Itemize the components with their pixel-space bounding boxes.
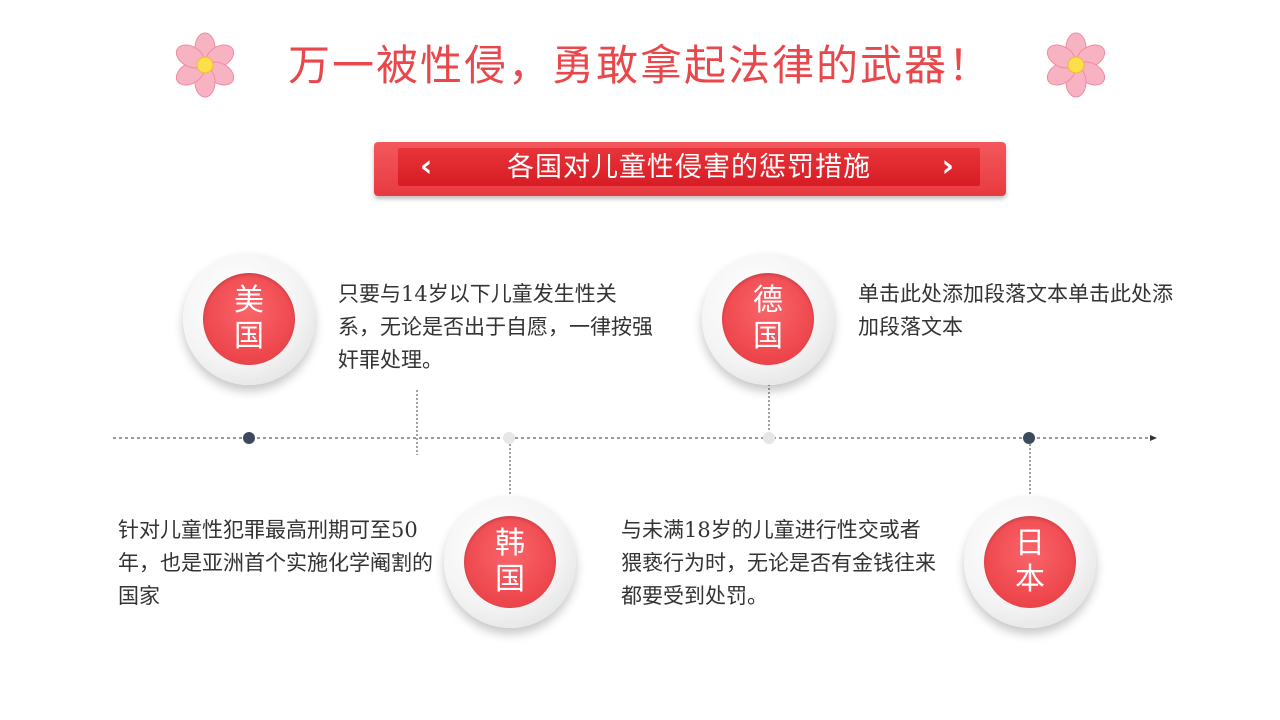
country-badge-inner: 美 国 xyxy=(203,273,295,365)
country-description-korea: 针对儿童性犯罪最高刑期可至50年，也是亚洲首个实施化学阉割的国家 xyxy=(118,518,433,608)
chevron-right-icon: › xyxy=(941,149,954,184)
section-banner-inner: ‹ 各国对儿童性侵害的惩罚措施 › xyxy=(398,148,980,186)
country-name-char: 国 xyxy=(753,319,783,354)
country-name-char: 本 xyxy=(1015,562,1045,597)
country-description-germany: 单击此处添加段落文本单击此处添加段落文本 xyxy=(858,282,1173,339)
country-description-usa: 只要与14岁以下儿童发生性关系，无论是否出于自愿，一律按强奸罪处理。 xyxy=(338,282,653,372)
section-banner: ‹ 各国对儿童性侵害的惩罚措施 › xyxy=(374,142,1006,196)
country-description-japan: 与未满18岁的儿童进行性交或者猥亵行为时，无论是否有金钱往来都要受到处罚。 xyxy=(621,518,936,608)
country-name-char: 美 xyxy=(234,283,264,318)
country-name-char: 国 xyxy=(495,562,525,597)
country-name-char: 日 xyxy=(1015,526,1045,561)
timeline-dot xyxy=(503,432,515,444)
timeline-dot xyxy=(1023,432,1035,444)
country-name-char: 德 xyxy=(753,283,783,318)
timeline-dot xyxy=(243,432,255,444)
country-badge-inner: 日 本 xyxy=(984,516,1076,608)
country-badge-inner: 德 国 xyxy=(722,273,814,365)
country-name-char: 韩 xyxy=(495,526,525,561)
chevron-left-icon: ‹ xyxy=(420,149,433,184)
timeline-dot xyxy=(763,432,775,444)
flower-icon xyxy=(175,32,235,98)
country-name-char: 国 xyxy=(234,319,264,354)
page-title: 万一被性侵，勇敢拿起法律的武器！ xyxy=(287,41,992,90)
country-badge-usa: 美 国 xyxy=(183,253,315,385)
country-badge-korea: 韩 国 xyxy=(444,496,576,628)
country-badge-germany: 德 国 xyxy=(702,253,834,385)
country-badge-inner: 韩 国 xyxy=(464,516,556,608)
section-banner-title: 各国对儿童性侵害的惩罚措施 xyxy=(507,152,871,183)
country-badge-japan: 日 本 xyxy=(964,496,1096,628)
flower-icon xyxy=(1046,32,1106,98)
